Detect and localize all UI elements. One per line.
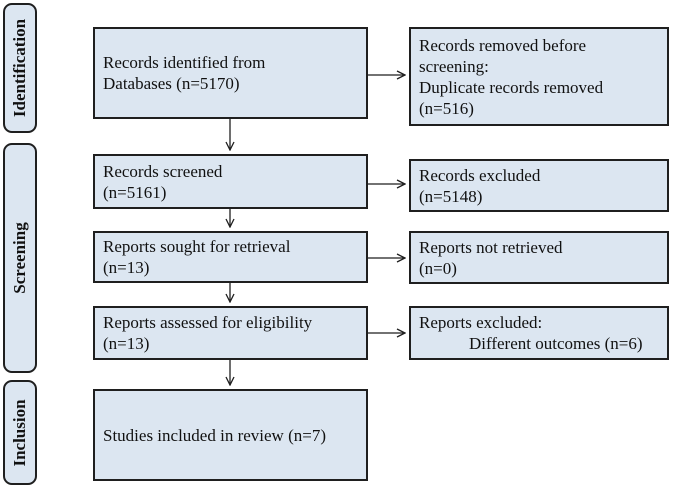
box-text: Reports sought for retrieval [103, 237, 291, 256]
box-text: Records removed before [419, 35, 587, 55]
box-text: Reports excluded: [419, 313, 543, 332]
box-text: (n=5148) [419, 186, 483, 206]
box-text: Reports not retrieved [419, 237, 563, 257]
box-studies-included: Studies included in review (n=7) [93, 389, 368, 481]
box-reports-assessed: Reports assessed for eligibility (n=13) [93, 306, 368, 360]
box-text: Different outcomes (n=6) [469, 334, 643, 353]
box-text: (n=0) [419, 258, 457, 278]
box-records-removed: Records removed before screening: Duplic… [409, 27, 669, 126]
box-text: (n=13) [103, 258, 150, 277]
phase-inclusion: Inclusion [3, 380, 37, 485]
box-reports-not-retrieved: Reports not retrieved (n=0) [409, 231, 669, 284]
phase-identification: Identification [3, 3, 37, 133]
box-text: (n=13) [103, 334, 150, 353]
box-records-excluded: Records excluded (n=5148) [409, 159, 669, 212]
box-text: screening: [419, 56, 489, 76]
box-text: Records identified from [103, 53, 266, 72]
box-text: Records excluded [419, 165, 541, 185]
box-text: Reports assessed for eligibility [103, 313, 313, 332]
box-text: (n=5161) [103, 182, 167, 202]
box-text: Records screened [103, 161, 223, 181]
box-records-screened: Records screened (n=5161) [93, 154, 368, 209]
box-reports-excluded: Reports excluded: Different outcomes (n=… [409, 306, 669, 360]
box-text: Databases (n=5170) [103, 74, 240, 93]
box-text: (n=516) [419, 98, 474, 118]
phase-screening: Screening [3, 143, 37, 373]
box-reports-sought: Reports sought for retrieval (n=13) [93, 231, 368, 283]
box-text: Duplicate records removed [419, 77, 604, 97]
box-records-identified: Records identified from Databases (n=517… [93, 27, 368, 119]
box-text: Studies included in review (n=7) [103, 425, 326, 445]
